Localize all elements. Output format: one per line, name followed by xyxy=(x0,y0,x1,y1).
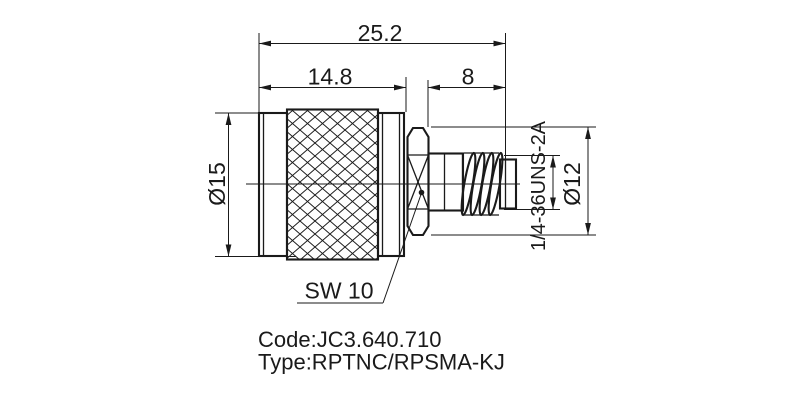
dim-overall-length-value: 25.2 xyxy=(358,20,403,46)
dim-body-length: 14.8 xyxy=(259,64,407,112)
dim-flange-diameter-value: Ø12 xyxy=(559,162,585,205)
dim-body-length-value: 14.8 xyxy=(308,64,353,90)
threaded-section xyxy=(460,151,504,217)
hex-flange xyxy=(406,126,430,237)
knurled-grip xyxy=(285,108,380,261)
dim-overall-length: 25.2 xyxy=(258,20,506,159)
callout-wrench-size-value: SW 10 xyxy=(304,278,373,304)
dim-body-diameter-value: Ø15 xyxy=(204,162,230,205)
dim-thread-spec-value: 1/4-36UNS-2A xyxy=(528,120,550,251)
part-code: Code:JC3.640.710 xyxy=(258,327,441,352)
coupling-cylinder xyxy=(427,152,465,212)
body-band xyxy=(376,111,406,258)
part-type: Type:RPTNC/RPSMA-KJ xyxy=(258,350,505,375)
leader-dot xyxy=(418,189,425,196)
dim-thread-spec: 1/4-36UNS-2A xyxy=(504,120,560,251)
dim-port-length: 8 xyxy=(427,64,506,127)
title-block: Code:JC3.640.710 Type:RPTNC/RPSMA-KJ xyxy=(258,327,505,375)
left-cap xyxy=(257,111,289,258)
connector-outline xyxy=(246,108,520,261)
callout-wrench-size: SW 10 xyxy=(297,189,425,304)
connector-tip xyxy=(498,158,518,210)
dim-body-diameter: Ø15 xyxy=(204,112,296,257)
dim-flange-diameter: Ø12 xyxy=(431,126,596,236)
dim-port-length-value: 8 xyxy=(462,64,475,90)
